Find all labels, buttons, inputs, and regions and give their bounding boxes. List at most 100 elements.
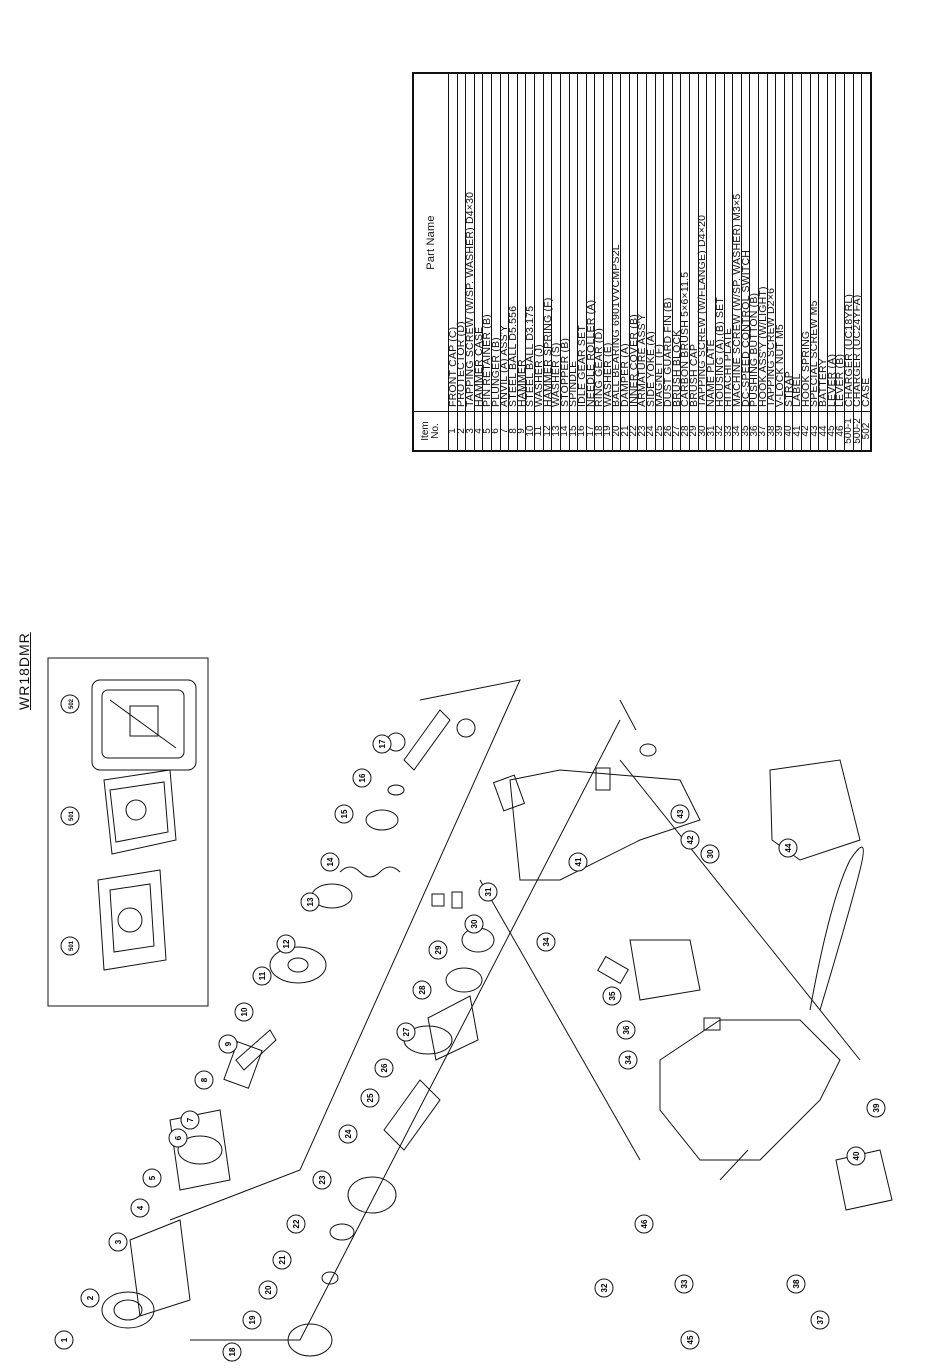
callout-number: 16	[358, 773, 367, 782]
callout-number: 11	[258, 971, 267, 980]
case-drawing	[91, 679, 197, 771]
callout-number: 44	[784, 843, 793, 852]
charger-drawing-1	[103, 769, 177, 855]
callout-number: 12	[282, 939, 291, 948]
callout-number: 33	[680, 1279, 689, 1288]
callout-number: 34	[542, 937, 551, 946]
callout-34: 34	[618, 1050, 638, 1070]
callout-number: 30	[470, 919, 479, 928]
part-name-cell: V-LOCK NUT M5	[773, 324, 786, 407]
part-name-cell: STRAP	[782, 370, 795, 407]
callout-number: 23	[318, 1175, 327, 1184]
header-part-name: Part Name	[425, 215, 437, 270]
callout-6: 6	[168, 1128, 188, 1148]
callout-number: 3	[114, 1239, 123, 1244]
battery-part	[769, 759, 861, 861]
callout-number: 20	[264, 1285, 273, 1294]
callout-12: 12	[276, 934, 296, 954]
exploded-view-diagram: 1234567891011121314151617181920212223242…	[47, 657, 893, 1362]
callout-20: 20	[258, 1280, 278, 1300]
callout-28: 28	[412, 980, 432, 1000]
callout-number: 22	[292, 1219, 301, 1228]
callout-8: 8	[194, 1070, 214, 1090]
callout-number: 32	[600, 1283, 609, 1292]
header-no-label: No.	[430, 423, 441, 439]
callout-33: 33	[674, 1274, 694, 1294]
brush-cap-part	[431, 893, 445, 907]
callout-30: 30	[464, 914, 484, 934]
callout-14: 14	[320, 852, 340, 872]
callout-5: 5	[142, 1168, 162, 1188]
callout-34: 34	[536, 932, 556, 952]
callout-number: 502	[69, 698, 75, 709]
callout-25: 25	[360, 1088, 380, 1108]
callout-30: 30	[700, 844, 720, 864]
washer-e-part	[321, 1271, 339, 1285]
callout-number: 42	[686, 835, 695, 844]
dust-guard-part	[445, 967, 483, 993]
callout-42: 42	[680, 830, 700, 850]
callout-39: 39	[866, 1098, 886, 1118]
spindle-part	[403, 709, 451, 771]
callout-number: 10	[240, 1007, 249, 1016]
callout-number: 27	[402, 1027, 411, 1036]
callout-number: 37	[816, 1315, 825, 1324]
callout-number: 4	[136, 1205, 145, 1210]
strap-guide-line	[619, 759, 861, 1061]
callout-number: 28	[418, 985, 427, 994]
callout-41: 41	[568, 852, 588, 872]
assembly-outline-upper	[169, 679, 521, 1221]
callout-number: 34	[624, 1055, 633, 1064]
callout-3: 3	[108, 1232, 128, 1252]
callout-32: 32	[594, 1278, 614, 1298]
callout-37: 37	[810, 1310, 830, 1330]
callout-1: 1	[54, 1330, 74, 1350]
item-no-cell: 502	[861, 411, 872, 450]
callout-number: 46	[640, 1219, 649, 1228]
housing-a-part	[509, 769, 701, 881]
callout-9: 9	[218, 1034, 238, 1054]
callout-23: 23	[312, 1170, 332, 1190]
front-cap-part	[101, 1291, 155, 1329]
part-name-cell: CASE	[860, 377, 872, 407]
bearing-part	[329, 1223, 355, 1241]
callout-number: 8	[200, 1077, 209, 1082]
accessory-box	[47, 657, 209, 1007]
charger-drawing-2	[97, 869, 167, 971]
hook-part	[835, 1149, 893, 1211]
callout-number: 7	[186, 1117, 195, 1122]
callout-number: 18	[228, 1347, 237, 1356]
callout-501: 501	[60, 806, 80, 826]
callout-18: 18	[222, 1342, 242, 1362]
ring-gear-part	[287, 1323, 333, 1357]
callout-number: 29	[434, 945, 443, 954]
callout-38: 38	[786, 1274, 806, 1294]
callout-number: 45	[686, 1335, 695, 1344]
callout-number: 6	[174, 1135, 183, 1140]
pushing-button-part	[597, 955, 629, 985]
callout-number: 31	[484, 887, 493, 896]
callout-22: 22	[286, 1214, 306, 1234]
callout-number: 25	[366, 1093, 375, 1102]
callout-number: 40	[852, 1151, 861, 1160]
callout-number: 1	[60, 1337, 69, 1342]
callout-number: 14	[326, 857, 335, 866]
hammer-part	[269, 946, 327, 984]
callout-40: 40	[846, 1146, 866, 1166]
table-header-row: Item No. Part Name	[414, 74, 448, 450]
callout-number: 501	[69, 810, 75, 821]
callout-44: 44	[778, 838, 798, 858]
callout-17: 17	[372, 734, 392, 754]
callout-number: 43	[676, 809, 685, 818]
hammer-spring-part	[339, 866, 401, 878]
armature-part	[383, 1079, 441, 1151]
inner-cover-part	[347, 1176, 397, 1214]
callout-36: 36	[616, 1020, 636, 1040]
callout-number: 26	[380, 1063, 389, 1072]
table-row: 502 CASE	[860, 74, 872, 450]
assembly-outline-lower	[190, 719, 621, 1341]
callout-45: 45	[680, 1330, 700, 1350]
callout-number: 501	[69, 940, 75, 951]
